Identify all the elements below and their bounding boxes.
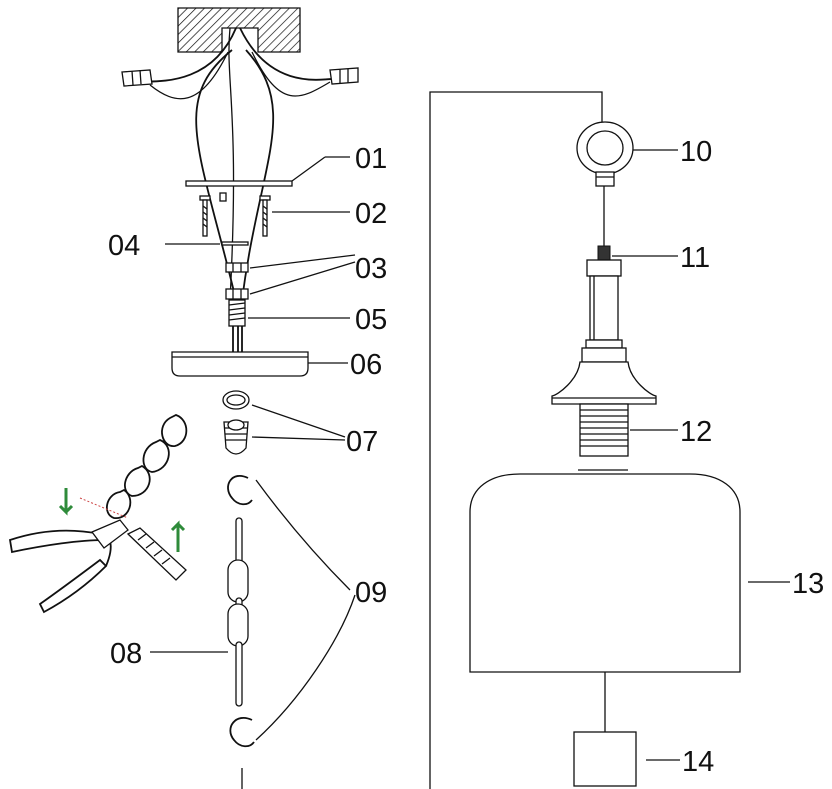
pliers-icon — [8, 414, 188, 614]
hex-nut-lower — [225, 288, 249, 300]
part-label-07: 07 — [346, 426, 378, 458]
part-label-13: 13 — [792, 568, 824, 600]
mounting-screw-left — [199, 195, 211, 237]
part-label-08: 08 — [110, 638, 142, 670]
crossbar-plate — [185, 156, 350, 187]
part-label-14: 14 — [682, 746, 714, 778]
right-panel-frame — [429, 91, 603, 789]
part-label-09: 09 — [355, 577, 387, 609]
part-label-03: 03 — [355, 253, 387, 285]
s-hook-upper — [227, 475, 253, 506]
arrow-up-icon — [170, 520, 186, 552]
socket-holder — [551, 361, 678, 457]
leader-09b — [255, 594, 356, 741]
leader-03b — [249, 261, 356, 295]
threaded-nipple — [228, 299, 350, 354]
part-label-11: 11 — [680, 242, 710, 274]
lock-washer — [221, 241, 249, 246]
wire-connector-left — [121, 69, 153, 87]
leader-09a — [255, 479, 351, 591]
eye-loop — [576, 121, 678, 246]
part-label-12: 12 — [680, 416, 712, 448]
hex-nut-upper — [225, 262, 249, 273]
cord-grip — [581, 245, 678, 363]
part-label-06: 06 — [350, 349, 382, 381]
part-label-10: 10 — [680, 136, 712, 168]
ceiling-mount — [136, 7, 341, 301]
collar-loop — [223, 419, 249, 455]
finial — [573, 672, 680, 787]
arrow-down-icon — [58, 488, 74, 516]
leader-07b — [251, 436, 346, 441]
part-label-05: 05 — [355, 304, 387, 336]
s-hook-lower — [229, 717, 255, 748]
canopy — [171, 351, 348, 377]
mounting-screw-right — [259, 195, 350, 237]
wire-connector-right — [329, 67, 359, 85]
lamp-shade — [469, 469, 790, 673]
leader-07a — [251, 404, 346, 438]
part-label-01: 01 — [355, 143, 387, 175]
chain — [227, 517, 249, 707]
center-screw — [219, 192, 227, 202]
collar-ring — [222, 390, 250, 410]
leader-03a — [249, 254, 356, 269]
part-label-02: 02 — [355, 198, 387, 230]
part-label-04: 04 — [108, 230, 140, 262]
